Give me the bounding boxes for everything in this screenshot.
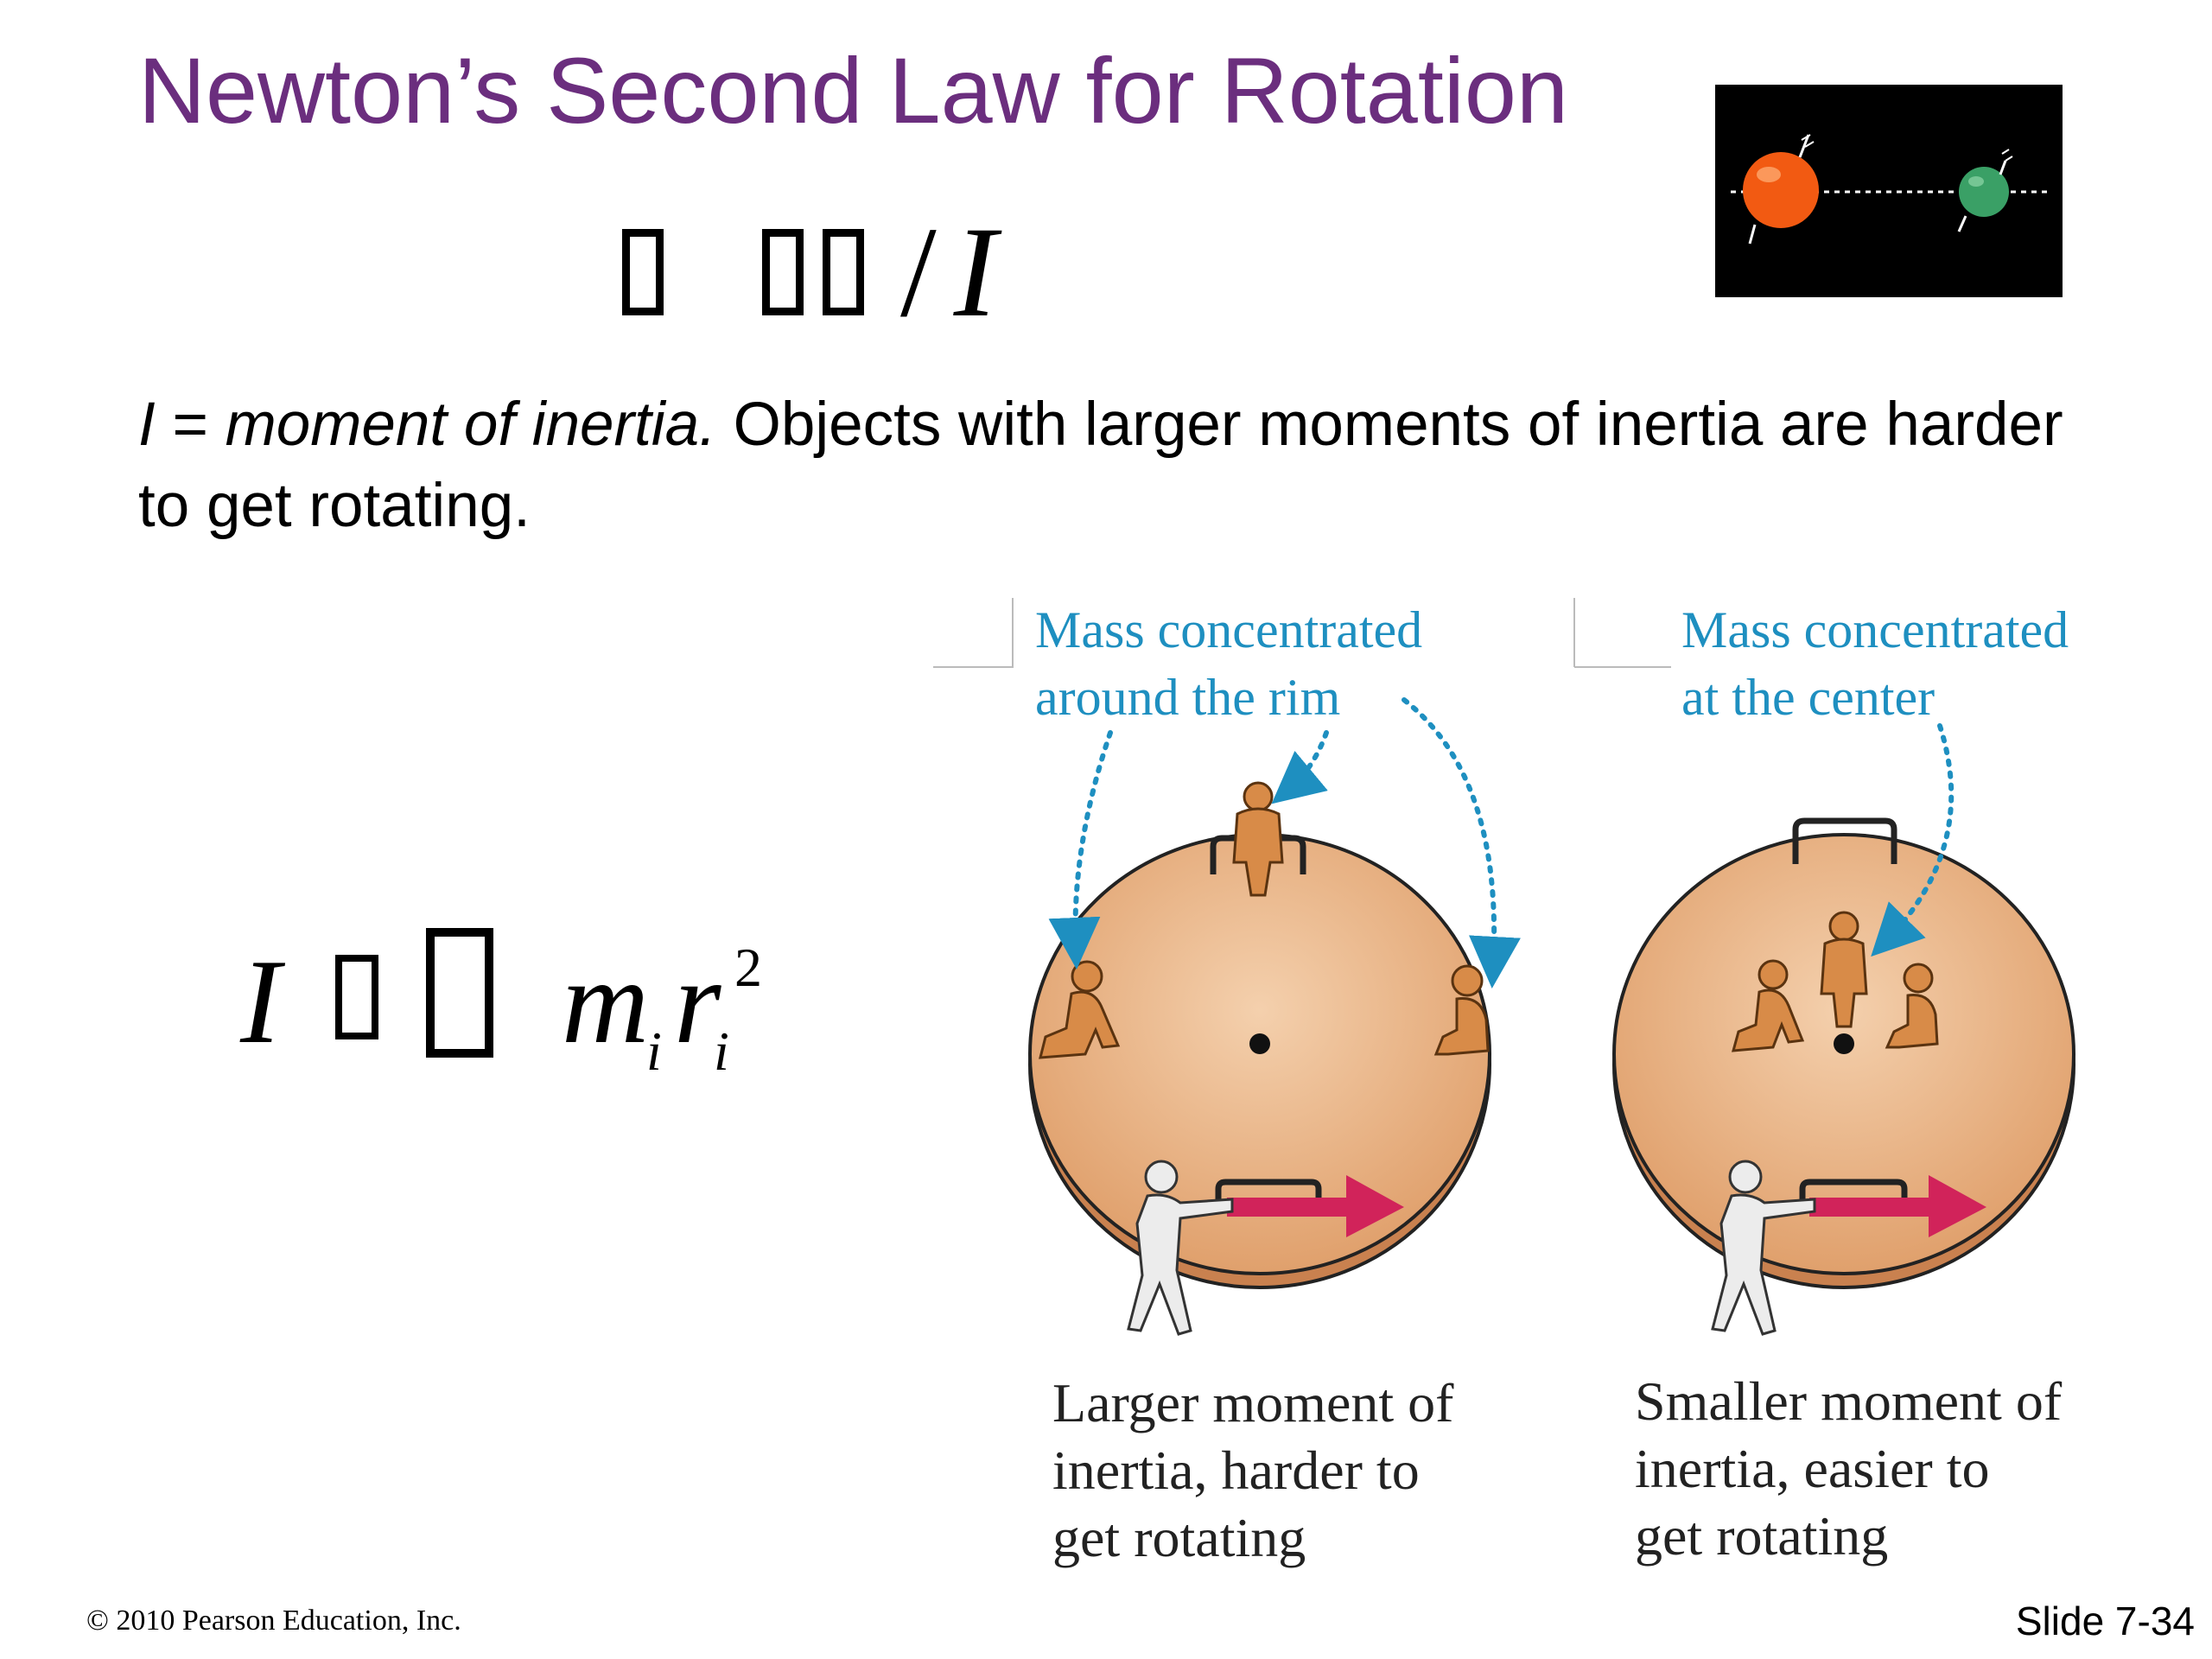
merry-go-round-figure: Mass concentrated around the rim Mass co…	[933, 588, 2152, 1348]
caption-larger-moment: Larger moment of inertia, harder to get …	[1052, 1372, 1454, 1568]
missing-glyph-equals	[762, 229, 804, 315]
left-rim-arrow-2	[1271, 730, 1329, 804]
inertia-symbol: I	[138, 391, 156, 459]
formula-mass: m	[562, 935, 650, 1069]
left-merry-go-round	[1028, 697, 1521, 1336]
right-pusher	[1711, 1160, 1816, 1336]
right-force-arrow	[1809, 1198, 1939, 1217]
right-kid-left	[1731, 959, 1805, 1052]
label-mass-center: Mass concentrated at the center	[1681, 601, 2069, 726]
right-kid-center	[1820, 911, 1868, 1028]
left-label-frame	[933, 598, 1014, 668]
left-rim-arrow-3	[1402, 697, 1521, 988]
equals-sign: =	[155, 391, 226, 459]
inertia-description: I = moment of inertia. Objects with larg…	[138, 385, 2091, 547]
missing-glyph-summation	[426, 928, 493, 1058]
moment-of-inertia-symbol: I	[953, 200, 997, 344]
missing-glyph-tau	[823, 229, 864, 315]
left-kid-top	[1232, 781, 1284, 897]
left-force-arrow	[1227, 1198, 1357, 1217]
slide-title: Newton’s Second Law for Rotation	[138, 38, 1568, 143]
label-mass-rim: Mass concentrated around the rim	[1035, 601, 1423, 726]
caption-smaller-moment: Smaller moment of inertia, easier to get…	[1635, 1370, 2063, 1567]
inertia-term: moment of inertia.	[225, 391, 716, 459]
left-rim-arrow-1	[1048, 730, 1113, 969]
merry-go-round-illustration	[933, 598, 2075, 1336]
formula-radius: r	[674, 935, 721, 1069]
right-merry-go-round	[1612, 723, 2075, 1336]
missing-glyph-equals-sign	[335, 955, 378, 1039]
right-kid-right	[1885, 963, 1939, 1049]
missing-glyph-alpha	[622, 229, 664, 315]
rotating-bodies-animation	[1715, 85, 2063, 297]
formula-radius-subscript: i	[714, 1020, 729, 1082]
large-orange-sphere	[1743, 152, 1819, 228]
right-disk-center	[1834, 1033, 1854, 1054]
inertia-explanation: Objects with larger moments of inertia a…	[138, 391, 2063, 540]
formula-mass-subscript: i	[646, 1020, 662, 1082]
formula-lhs: I	[240, 935, 281, 1069]
left-pusher	[1127, 1160, 1234, 1336]
binary-rotation-illustration	[1731, 134, 2050, 245]
division-slash: /	[900, 200, 937, 344]
left-disk-center	[1249, 1033, 1270, 1054]
moment-of-inertia-formula: I m i r 2 i	[240, 916, 793, 1089]
formula-exponent: 2	[734, 937, 762, 998]
slide-number: Slide 7-34	[2015, 1599, 2195, 1643]
copyright-notice: © 2010 Pearson Education, Inc.	[86, 1605, 461, 1637]
torque-equation: / I	[622, 199, 997, 346]
right-label-frame	[1573, 598, 1671, 668]
